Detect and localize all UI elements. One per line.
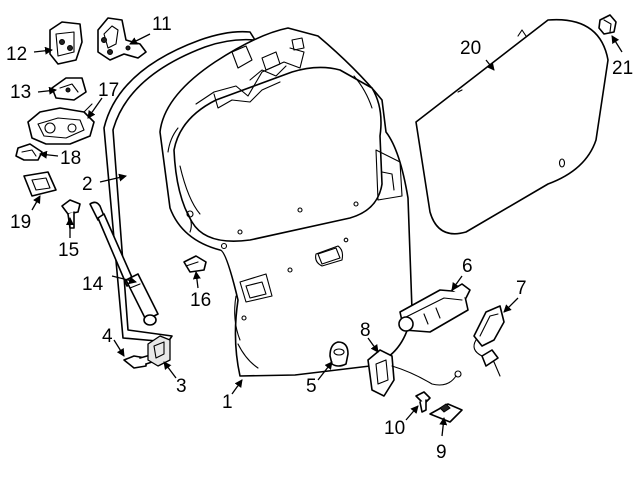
- leader-18: [39, 150, 59, 159]
- leader-11: [129, 33, 151, 45]
- leader-5: [317, 361, 333, 381]
- leader-4: [113, 339, 125, 357]
- striker-part: [147, 335, 171, 367]
- leader-12: [33, 46, 53, 55]
- callout-labels: 1 2 3 4 5 6 7 8 9 10 11 12 13 14 15 16 1…: [6, 14, 633, 463]
- leader-3: [163, 361, 177, 379]
- striker-plate-part: [23, 171, 57, 197]
- leader-19: [31, 195, 41, 211]
- callout-9: 9: [436, 442, 447, 463]
- lift-support-part: [89, 201, 159, 326]
- callout-15: 15: [58, 240, 79, 261]
- weatherstrip-part: [103, 30, 256, 343]
- small-bolt-part: [415, 391, 431, 413]
- callout-7: 7: [516, 278, 527, 299]
- callout-21: 21: [612, 58, 633, 79]
- leader-14: [111, 275, 137, 285]
- bumper-stop-part: [329, 341, 349, 367]
- switch-part: [429, 403, 463, 423]
- leader-8: [367, 337, 379, 353]
- latch-actuator-part: [27, 103, 95, 145]
- callout-4: 4: [102, 326, 113, 347]
- rear-glass-part: [415, 18, 609, 235]
- callout-14: 14: [82, 274, 104, 295]
- callout-5: 5: [306, 376, 317, 397]
- callout-11: 11: [152, 14, 172, 35]
- leader-9: [439, 417, 448, 437]
- leader-6: [451, 275, 463, 291]
- bumper-part: [15, 143, 43, 161]
- leader-lines: [31, 33, 623, 437]
- leader-17: [87, 97, 103, 119]
- latch-bracket-part: [51, 77, 87, 101]
- callout-3: 3: [176, 376, 187, 397]
- callout-20: 20: [460, 38, 481, 59]
- leader-20: [485, 59, 495, 71]
- callout-10: 10: [384, 418, 405, 439]
- leader-2: [99, 173, 127, 183]
- leader-21: [611, 35, 623, 53]
- ball-stud-part: [61, 199, 81, 229]
- leader-7: [503, 297, 519, 313]
- callout-1: 1: [222, 392, 233, 413]
- leader-1: [231, 379, 243, 395]
- callout-8: 8: [360, 320, 371, 341]
- callout-19: 19: [10, 212, 31, 233]
- leader-16: [192, 271, 201, 289]
- callout-16: 16: [190, 290, 211, 311]
- glass-clip-part: [598, 14, 617, 35]
- callout-12: 12: [6, 44, 27, 65]
- liftgate-part: [159, 27, 413, 377]
- callout-13: 13: [10, 82, 31, 103]
- callout-2: 2: [82, 174, 93, 195]
- latch-part: [473, 305, 505, 377]
- leader-13: [37, 86, 57, 95]
- callout-6: 6: [462, 256, 473, 277]
- callout-18: 18: [60, 148, 81, 169]
- release-bracket-part: [367, 349, 462, 397]
- leader-10: [405, 405, 419, 421]
- hinge-part: [97, 17, 147, 61]
- stud-part: [183, 255, 207, 273]
- hinge-bracket-part: [49, 21, 83, 65]
- callout-17: 17: [98, 80, 119, 101]
